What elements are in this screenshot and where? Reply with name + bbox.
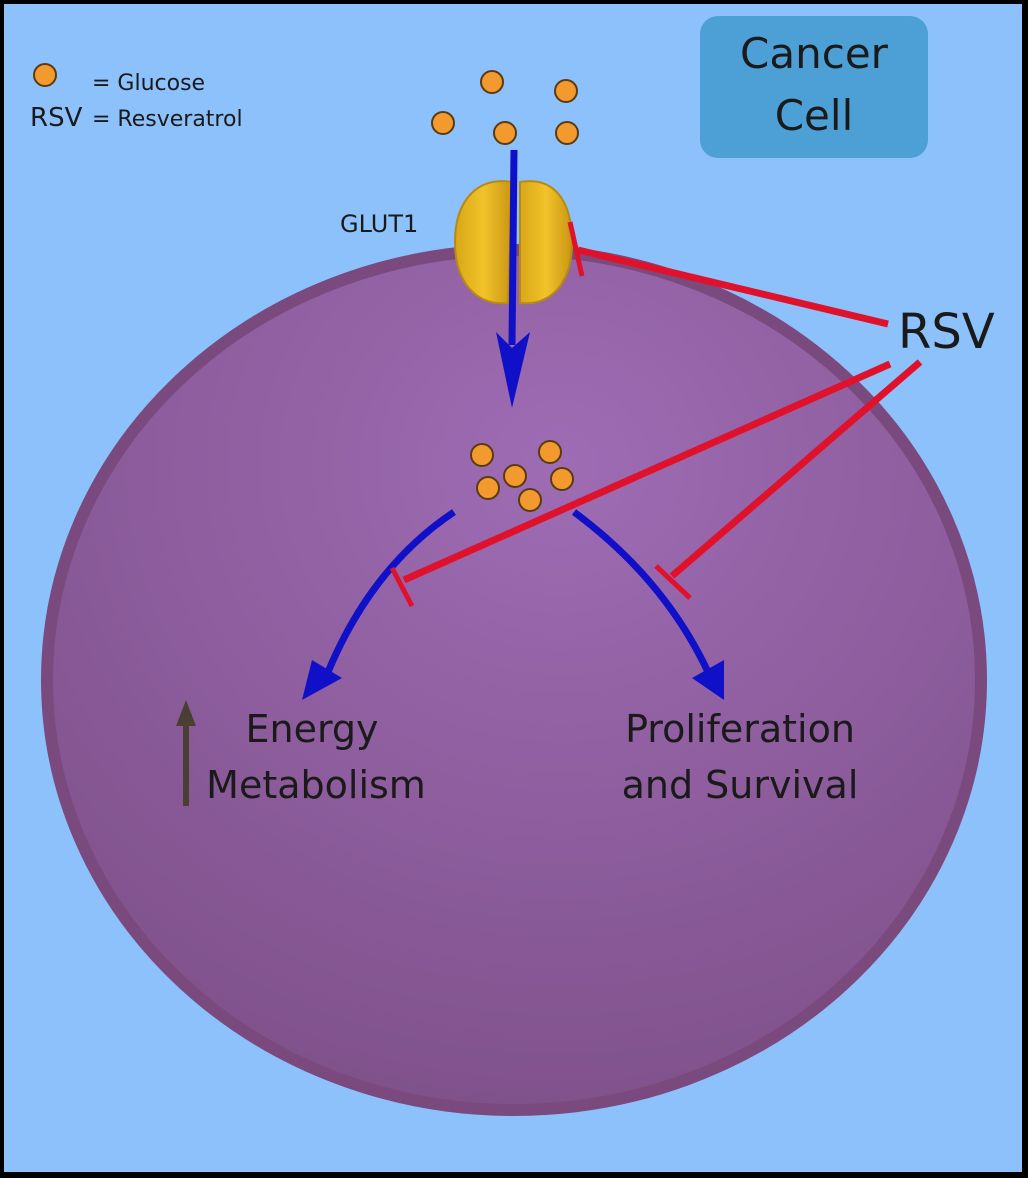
proliferation-arrow	[571, 509, 724, 700]
glucose-icon	[470, 443, 494, 467]
glut1-label: GLUT1	[340, 210, 418, 238]
glucose-icon	[493, 121, 517, 145]
legend-glucose-icon	[33, 63, 57, 87]
legend-glucose-label: = Glucose	[92, 71, 205, 96]
legend-rsv-abbrev: RSV	[30, 103, 83, 133]
proliferation-label-line-2: and Survival	[622, 763, 859, 807]
title-box	[700, 16, 928, 158]
glucose-icon	[431, 111, 455, 135]
glucose-icon	[503, 464, 527, 488]
rsv-inhibits-glut1	[567, 221, 889, 328]
glucose-icon	[518, 488, 542, 512]
extracellular-glucose-group	[431, 70, 579, 145]
energy-label-line-1: Energy	[245, 707, 378, 751]
rsv-inhibits-energy-metabolism	[389, 360, 892, 608]
glucose-icon	[555, 121, 579, 145]
glucose-icon	[550, 467, 574, 491]
glucose-influx-arrow	[496, 149, 530, 408]
increase-up-arrow-icon	[176, 700, 196, 806]
glucose-icon	[538, 440, 562, 464]
rsv-inhibits-proliferation	[654, 359, 923, 600]
title-line-1: Cancer	[740, 29, 889, 78]
title-line-2: Cell	[775, 91, 854, 140]
energy-label-line-2: Metabolism	[206, 763, 426, 807]
proliferation-label-line-1: Proliferation	[625, 707, 855, 751]
glucose-icon	[480, 70, 504, 94]
glucose-icon	[554, 79, 578, 103]
glut1-transporter-icon	[453, 180, 574, 305]
rsv-label: RSV	[898, 304, 995, 360]
glucose-icon	[476, 476, 500, 500]
legend-rsv-label: = Resveratrol	[92, 107, 243, 132]
energy-metabolism-arrow	[302, 509, 456, 700]
intracellular-glucose-group	[470, 440, 574, 512]
